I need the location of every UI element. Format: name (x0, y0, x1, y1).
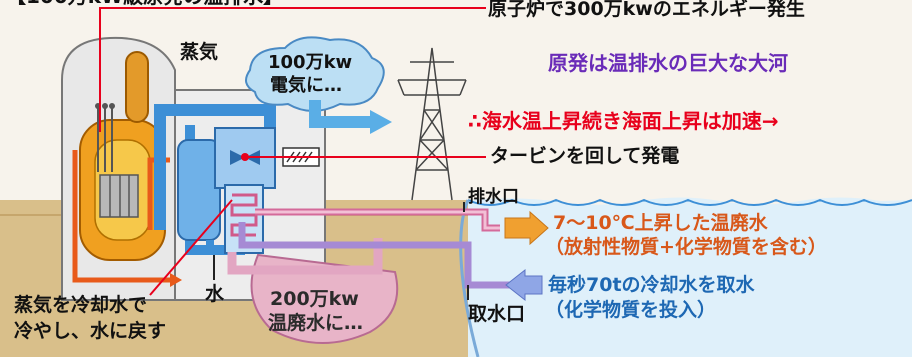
cooling-line1: 蒸気を冷却水で (14, 294, 148, 316)
steam-generator (177, 139, 221, 241)
pressurizer (125, 51, 149, 123)
warm-water-arrow (504, 210, 549, 246)
intake-pipe (238, 222, 510, 289)
river-claim-label: 原発は温排水の巨大な大河 (548, 51, 788, 75)
warm-water-line1: 7～10℃上昇した温廃水 (553, 212, 768, 234)
leader-cooling (149, 199, 233, 296)
intake-arrow (505, 268, 543, 302)
waste-amount-label: 200万kw (270, 288, 359, 310)
sea-warning-label: ∴海水温上昇続き海面上昇は加速→ (468, 109, 779, 133)
electricity-cloud (245, 36, 385, 112)
warm-water-cloud (250, 253, 399, 344)
electricity-amount-label: 100万kw (268, 52, 353, 73)
reactor-heat-label: 原子炉で300万kwのエネルギー発生 (488, 0, 805, 20)
turbine-label: タービンを回して発電 (490, 145, 680, 167)
reactor-core (99, 174, 139, 218)
cooling-line2: 冷やし、水に戻す (14, 320, 167, 342)
electricity-to-label: 電気に… (270, 75, 342, 96)
intake-label: 取水口 (468, 303, 526, 325)
outlet-label: 排水口 (468, 187, 519, 207)
primary-loop (72, 150, 170, 283)
top-cut-title: 【100万kW級原発の温排水】 (6, 0, 283, 8)
steam-label: 蒸気 (180, 41, 219, 63)
sea-wave-line (467, 198, 912, 206)
waste-to-label: 温廃水に… (268, 312, 364, 334)
transmission-tower (397, 47, 467, 201)
sea (468, 197, 912, 357)
leader-reactor (99, 7, 486, 132)
warm-water-line2: （放射性物質+化学物質を含む） (545, 236, 827, 258)
intake-line1: 毎秒70tの冷却水を取水 (548, 274, 755, 296)
water-label: 水 (205, 283, 225, 305)
intake-line2: （化学物質を投入） (545, 299, 717, 321)
